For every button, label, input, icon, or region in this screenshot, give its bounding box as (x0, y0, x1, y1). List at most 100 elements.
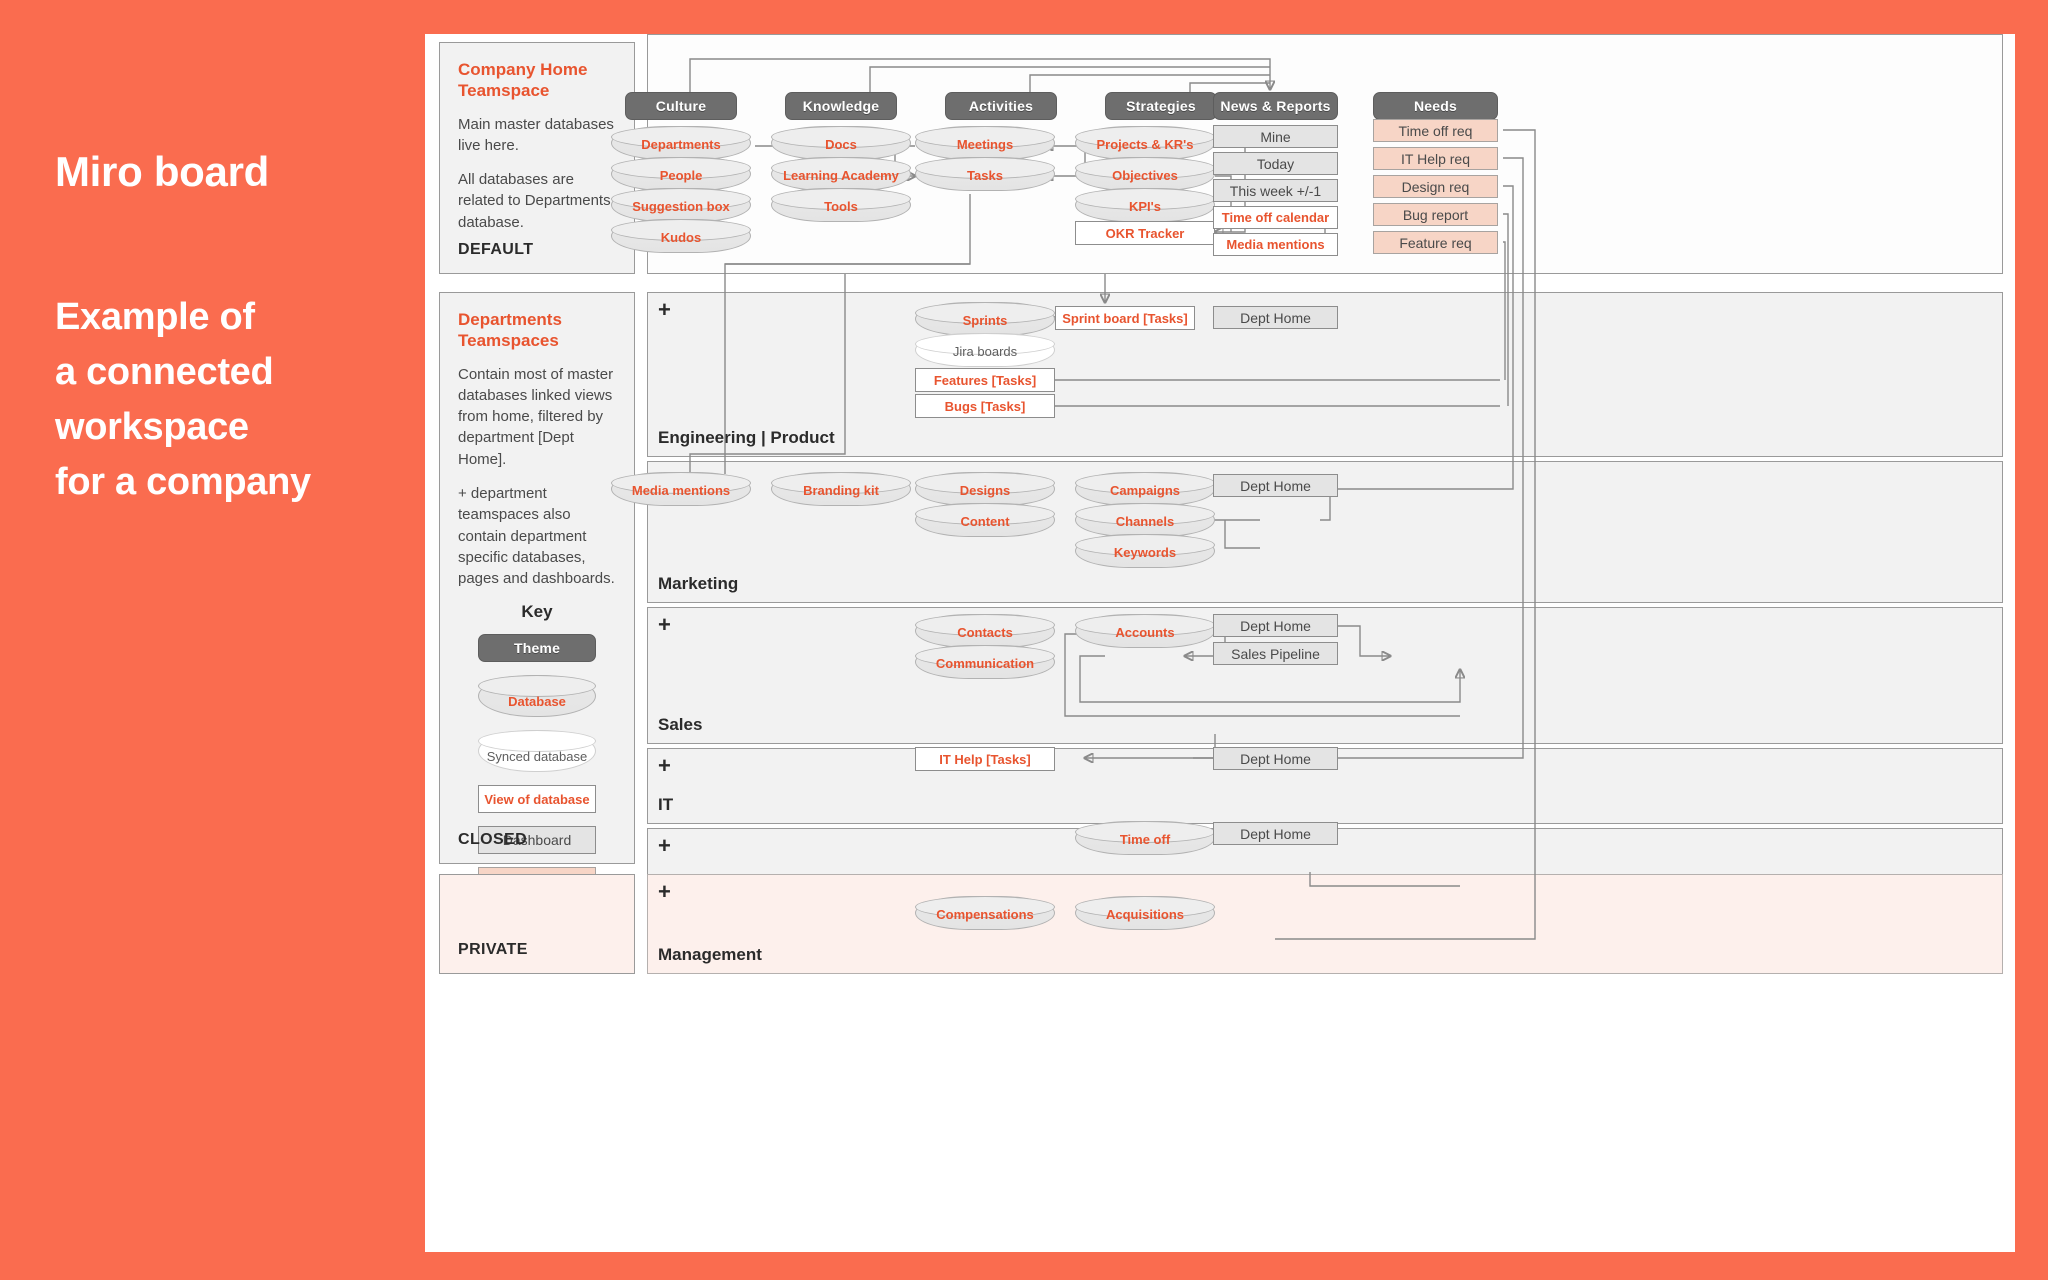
theme-chip-news-reports[interactable]: News & Reports (1213, 92, 1338, 120)
db-label: Branding kit (803, 483, 879, 498)
db-label: Learning Academy (783, 168, 899, 183)
db-label: Jira boards (952, 344, 1018, 359)
db-keywords[interactable]: Keywords (1075, 534, 1215, 568)
db-campaigns[interactable]: Campaigns (1075, 472, 1215, 506)
db-branding-kit[interactable]: Branding kit (771, 472, 911, 506)
view-okr-tracker[interactable]: OKR Tracker (1075, 221, 1215, 245)
db-docs[interactable]: Docs (771, 126, 911, 160)
db-sprints[interactable]: Sprints (915, 302, 1055, 336)
add-button[interactable]: + (658, 753, 671, 778)
button-feature-req[interactable]: Feature req (1373, 231, 1498, 254)
key-item-view: View of database (458, 785, 616, 814)
db-designs[interactable]: Designs (915, 472, 1055, 506)
db-content[interactable]: Content (915, 503, 1055, 537)
dashboard-dept-home-marketing[interactable]: Dept Home (1213, 474, 1338, 497)
button-bug-report[interactable]: Bug report (1373, 203, 1498, 226)
key-item-database: Database (458, 675, 616, 718)
theme-chip-activities[interactable]: Activities (945, 92, 1057, 120)
dashboard-dept-home-sales[interactable]: Dept Home (1213, 614, 1338, 637)
dept-name: Management (658, 945, 762, 964)
db-label: People (659, 168, 703, 183)
view-it-help-tasks[interactable]: IT Help [Tasks] (915, 747, 1055, 771)
db-label: Campaigns (1109, 483, 1181, 498)
button-it-help-req[interactable]: IT Help req (1373, 147, 1498, 170)
db-contacts[interactable]: Contacts (915, 614, 1055, 648)
note-paragraph: Main master databases live here. (458, 115, 614, 154)
db-label: Projects & KR's (1096, 137, 1194, 152)
key-theme-chip: Theme (478, 634, 596, 663)
note-paragraph: + department teamspaces also contain dep… (458, 484, 615, 588)
view-sprint-board-tasks[interactable]: Sprint board [Tasks] (1055, 306, 1195, 330)
button-design-req[interactable]: Design req (1373, 175, 1498, 198)
key-database-shape: Database (478, 675, 596, 718)
add-button[interactable]: + (658, 297, 671, 322)
db-time-off[interactable]: Time off (1075, 821, 1215, 855)
key-dashboard-shape: Dashboard (478, 826, 596, 855)
view-media-mentions[interactable]: Media mentions (1213, 233, 1338, 256)
add-button[interactable]: + (658, 879, 671, 904)
dashboard-sales-pipeline[interactable]: Sales Pipeline (1213, 642, 1338, 665)
db-departments[interactable]: Departments (611, 126, 751, 160)
key-item-synced: Synced database (458, 730, 616, 773)
db-label: Meetings (956, 137, 1014, 152)
add-button[interactable]: + (658, 612, 671, 637)
db-media-mentions-marketing[interactable]: Media mentions (611, 472, 751, 506)
db-label: Sprints (962, 313, 1008, 328)
db-suggestion-box[interactable]: Suggestion box (611, 188, 751, 222)
theme-chip-knowledge[interactable]: Knowledge (785, 92, 897, 120)
theme-chip-needs[interactable]: Needs (1373, 92, 1498, 120)
db-label: Suggestion box (632, 199, 730, 214)
db-learning-academy[interactable]: Learning Academy (771, 157, 911, 191)
db-label: Content (960, 514, 1010, 529)
dashboard-today[interactable]: Today (1213, 152, 1338, 175)
db-label: Departments (641, 137, 721, 152)
add-button[interactable]: + (658, 833, 671, 858)
dept-name: IT (658, 795, 674, 814)
key-heading: Key (521, 602, 553, 622)
theme-chip-strategies[interactable]: Strategies (1105, 92, 1217, 120)
db-accounts[interactable]: Accounts (1075, 614, 1215, 648)
db-label: Objectives (1112, 168, 1178, 183)
db-label: Keywords (1113, 545, 1177, 560)
button-time-off-req[interactable]: Time off req (1373, 119, 1498, 142)
view-bugs-tasks[interactable]: Bugs [Tasks] (915, 394, 1055, 418)
db-meetings[interactable]: Meetings (915, 126, 1055, 160)
dashboard-dept-home-hr[interactable]: Dept Home (1213, 822, 1338, 845)
dept-name: Marketing (658, 574, 739, 593)
db-tasks[interactable]: Tasks (915, 157, 1055, 191)
db-label: Compensations (936, 907, 1034, 922)
db-acquisitions[interactable]: Acquisitions (1075, 896, 1215, 930)
db-label: Designs (959, 483, 1011, 498)
db-kudos[interactable]: Kudos (611, 219, 751, 253)
db-projects-krs[interactable]: Projects & KR's (1075, 126, 1215, 160)
theme-chip-culture[interactable]: Culture (625, 92, 737, 120)
db-tools[interactable]: Tools (771, 188, 911, 222)
dashboard-mine[interactable]: Mine (1213, 125, 1338, 148)
db-jira-boards[interactable]: Jira boards (915, 333, 1055, 367)
note-footer: PRIVATE (458, 941, 528, 958)
dept-panel-management[interactable]: + Management (647, 874, 2003, 974)
key-database-label: Database (508, 694, 566, 710)
db-channels[interactable]: Channels (1075, 503, 1215, 537)
key-synced-label: Synced database (486, 749, 588, 765)
db-communication[interactable]: Communication (915, 645, 1055, 679)
note-paragraph: All databases are related to Departments… (458, 171, 611, 231)
view-features-tasks[interactable]: Features [Tasks] (915, 368, 1055, 392)
view-time-off-calendar[interactable]: Time off calendar (1213, 206, 1338, 229)
db-objectives[interactable]: Objectives (1075, 157, 1215, 191)
db-compensations[interactable]: Compensations (915, 896, 1055, 930)
dashboard-this-week[interactable]: This week +/-1 (1213, 179, 1338, 202)
db-label: Contacts (957, 625, 1013, 640)
dashboard-dept-home-it[interactable]: Dept Home (1213, 747, 1338, 770)
note-private[interactable]: PRIVATE (439, 874, 635, 974)
dept-name: Engineering | Product (658, 428, 835, 447)
db-people[interactable]: People (611, 157, 751, 191)
dashboard-dept-home-engineering[interactable]: Dept Home (1213, 306, 1338, 329)
db-kpis[interactable]: KPI's (1075, 188, 1215, 222)
